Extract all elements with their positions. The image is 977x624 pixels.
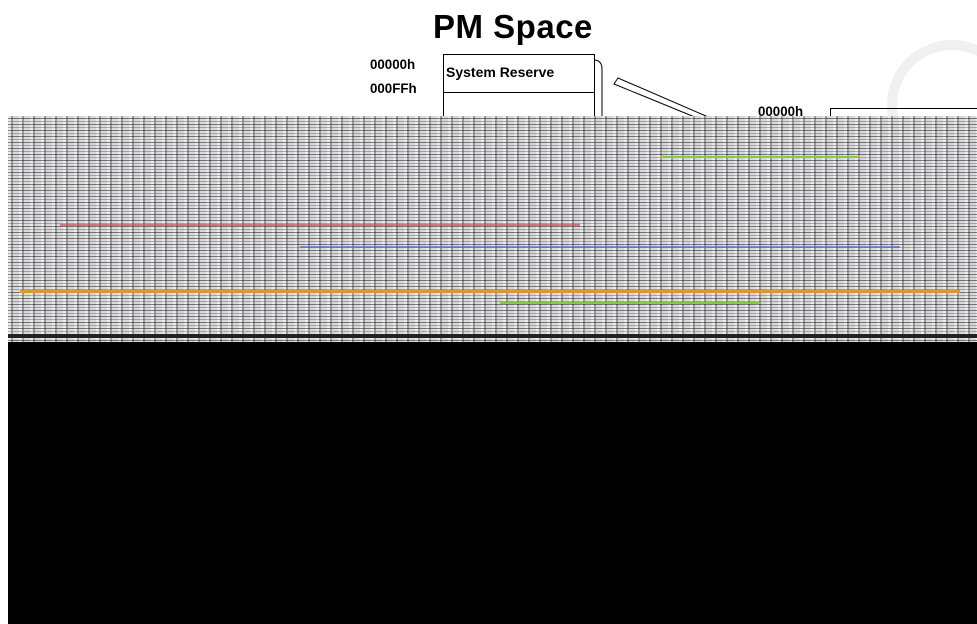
corrupt-stripe-dark (8, 334, 977, 338)
corrupt-stripe-orange (20, 290, 960, 293)
second-map-start-address: 00000h (758, 103, 804, 119)
memory-map-column: System Reserve (443, 54, 595, 134)
corrupted-region (8, 116, 977, 342)
system-reserve-block: System Reserve (444, 55, 594, 93)
occluded-region (8, 342, 977, 624)
brace-icon (594, 59, 603, 121)
system-reserve-label: System Reserve (446, 64, 555, 80)
corrupt-stripe-green (660, 156, 860, 158)
corrupt-stripe-blue (300, 246, 900, 248)
start-address-label: 00000h (370, 56, 416, 72)
reserve-end-address-label: 000FFh (370, 80, 417, 96)
corrupt-stripe-green-lower (500, 302, 760, 304)
diagram-title: PM Space (433, 8, 593, 45)
corrupt-stripe-red (60, 224, 580, 226)
